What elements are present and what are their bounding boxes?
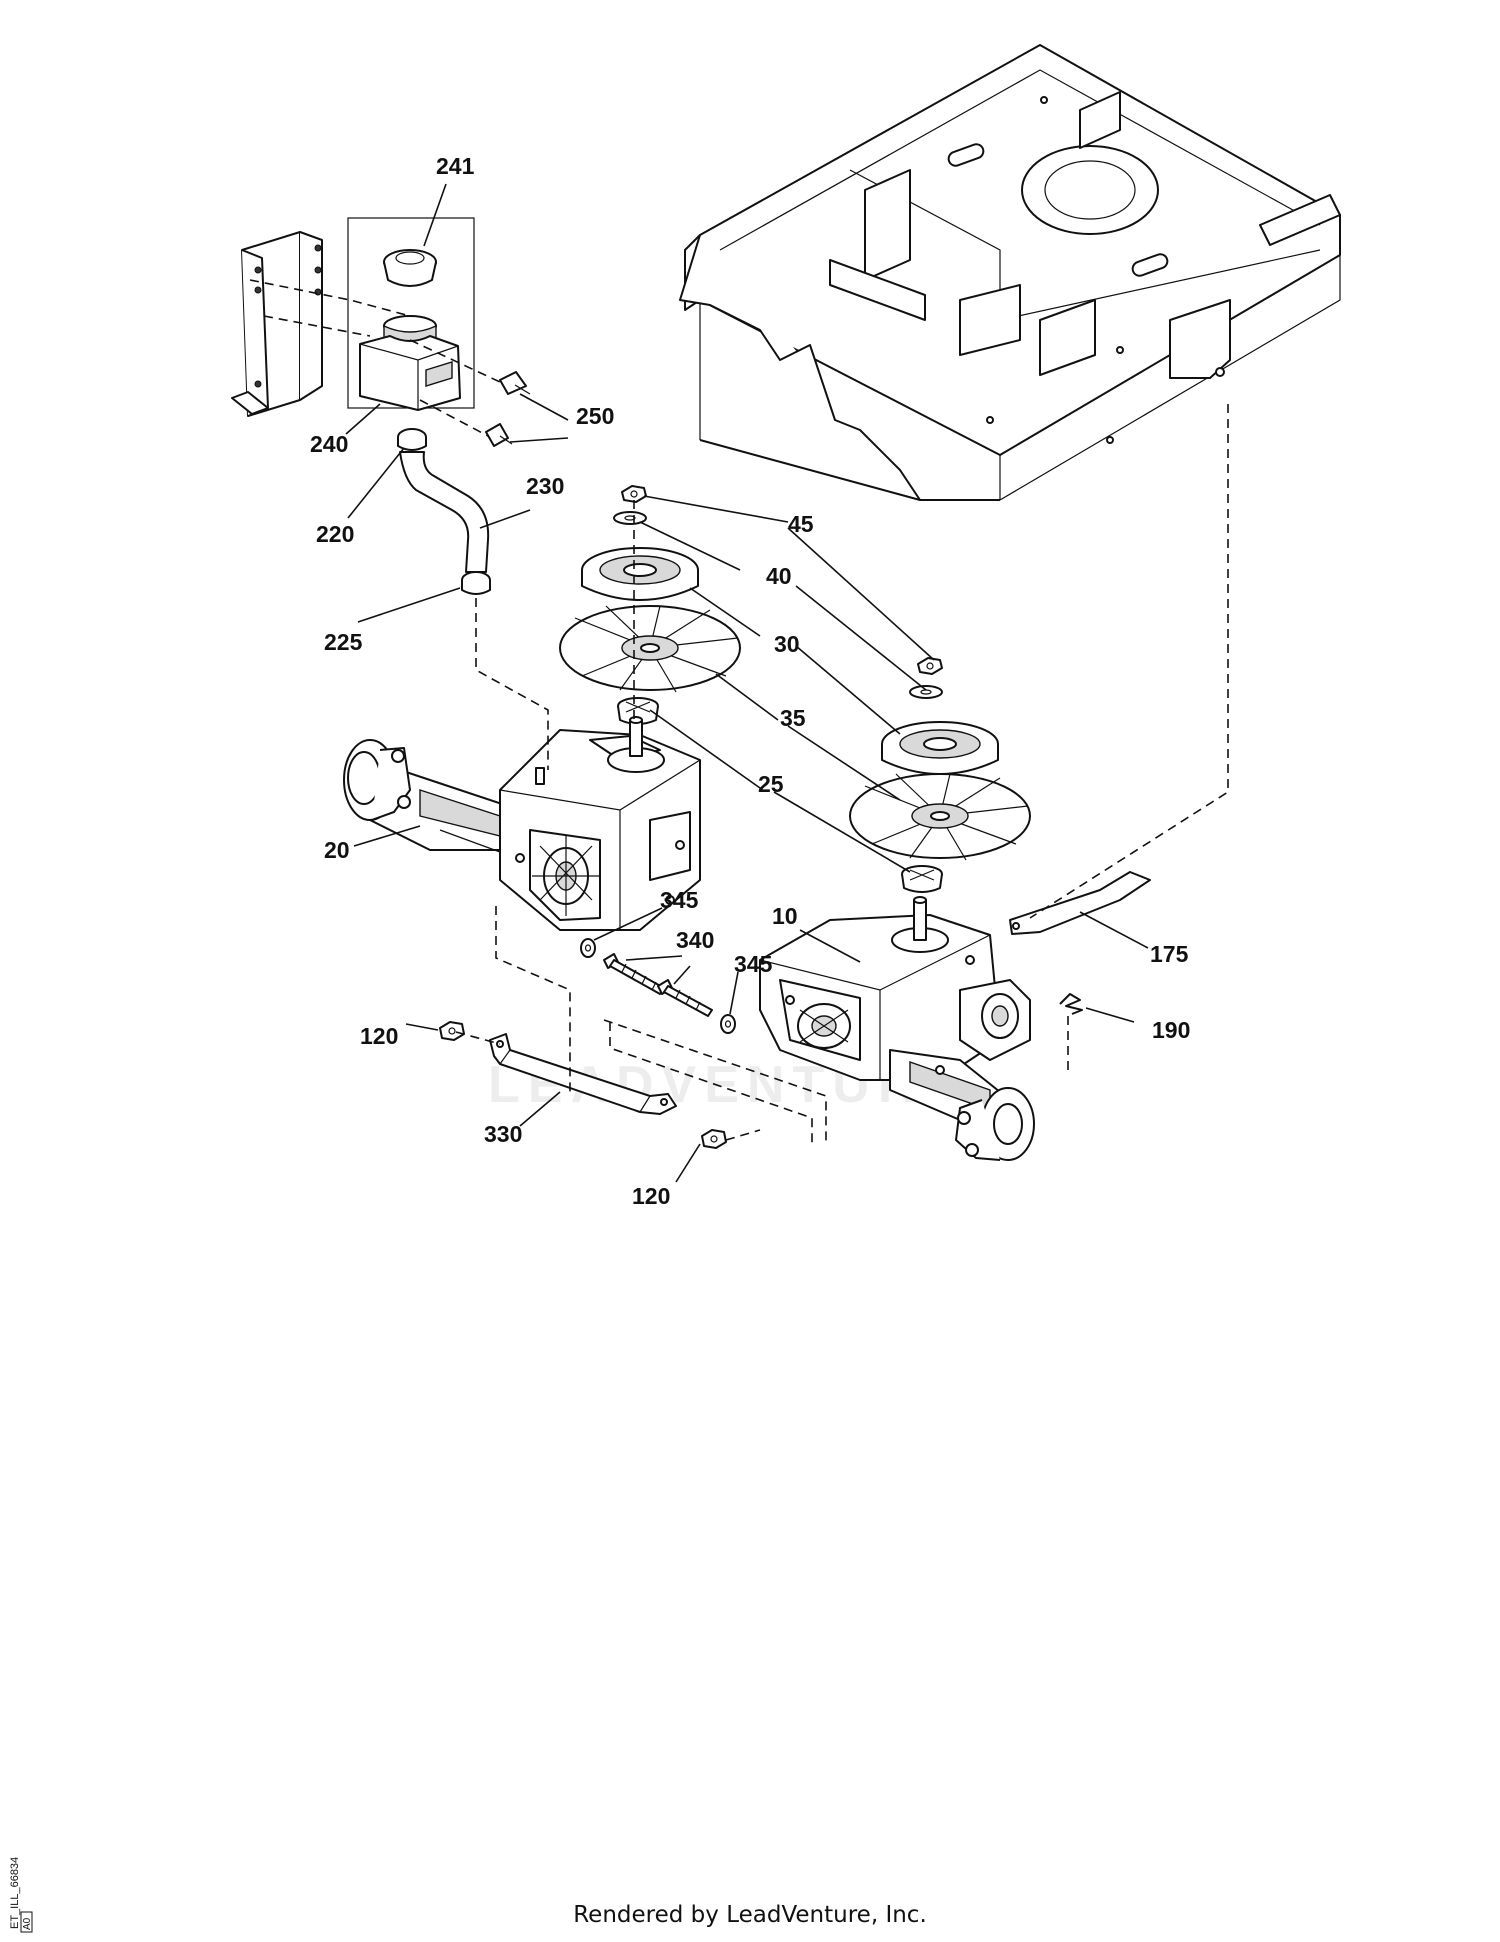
callout-35: 35	[780, 705, 806, 731]
frame-assembly	[679, 44, 1341, 501]
reservoir-bracket	[231, 231, 323, 417]
callout-labels: 241 240 250 220 230 225 45 40 30 35 25 2…	[310, 153, 1190, 1209]
transaxle-10	[759, 896, 1035, 1161]
drawing-code: ET_ILL_66834 A0	[4, 1817, 34, 1937]
callout-190: 190	[1152, 1017, 1190, 1043]
transaxle-20	[343, 716, 701, 931]
hose-230	[399, 451, 490, 573]
callout-175: 175	[1150, 941, 1189, 967]
drawing-revision: A0	[22, 1917, 33, 1930]
callout-120-lower: 120	[632, 1183, 670, 1209]
nut-120-lower	[701, 1129, 727, 1149]
nut-120-upper	[439, 1021, 465, 1041]
callout-230: 230	[526, 473, 564, 499]
fan-35-lower	[849, 773, 1031, 861]
bolt-340-left	[603, 953, 665, 995]
callout-340: 340	[676, 927, 714, 953]
bolt-250-upper	[499, 371, 531, 395]
callout-330: 330	[484, 1121, 522, 1147]
reservoir-tank	[359, 315, 461, 411]
hairpin-190	[1059, 993, 1083, 1015]
hose-clamp-220	[397, 428, 427, 451]
drawing-number: ET_ILL_66834	[9, 1857, 21, 1929]
bracket-175	[1009, 871, 1151, 935]
callout-220: 220	[316, 521, 354, 547]
reservoir-cap	[383, 249, 437, 287]
callout-225: 225	[324, 629, 363, 655]
nut-45-lower	[917, 657, 943, 675]
callout-250: 250	[576, 403, 614, 429]
pulley-30-lower	[881, 721, 999, 775]
bolt-250-lower	[485, 423, 513, 447]
callout-345-left: 345	[660, 887, 699, 913]
crossbar-330	[489, 1033, 677, 1115]
callout-30: 30	[774, 631, 800, 657]
washer-40-upper	[613, 511, 647, 525]
footer-credit: Rendered by LeadVenture, Inc.	[573, 1902, 927, 1928]
callout-345-right: 345	[734, 951, 773, 977]
nut-45-upper	[621, 485, 647, 503]
callout-20: 20	[324, 837, 350, 863]
assembly-centerlines	[249, 279, 1229, 1146]
callout-45: 45	[788, 511, 814, 537]
callout-120-upper: 120	[360, 1023, 398, 1049]
washer-345-left	[580, 938, 596, 958]
callout-10: 10	[772, 903, 798, 929]
bolt-340-right	[657, 979, 713, 1017]
washer-40-lower	[909, 685, 943, 699]
fan-35-upper	[559, 605, 741, 693]
hub-25-lower	[901, 865, 943, 893]
pulley-30-upper	[581, 547, 699, 601]
callout-25: 25	[758, 771, 784, 797]
washer-345-right	[720, 1014, 736, 1034]
callout-40: 40	[766, 563, 792, 589]
callout-240: 240	[310, 431, 348, 457]
hose-clamp-225	[461, 571, 491, 595]
callout-leaders	[345, 183, 1149, 1183]
callout-241: 241	[436, 153, 475, 179]
